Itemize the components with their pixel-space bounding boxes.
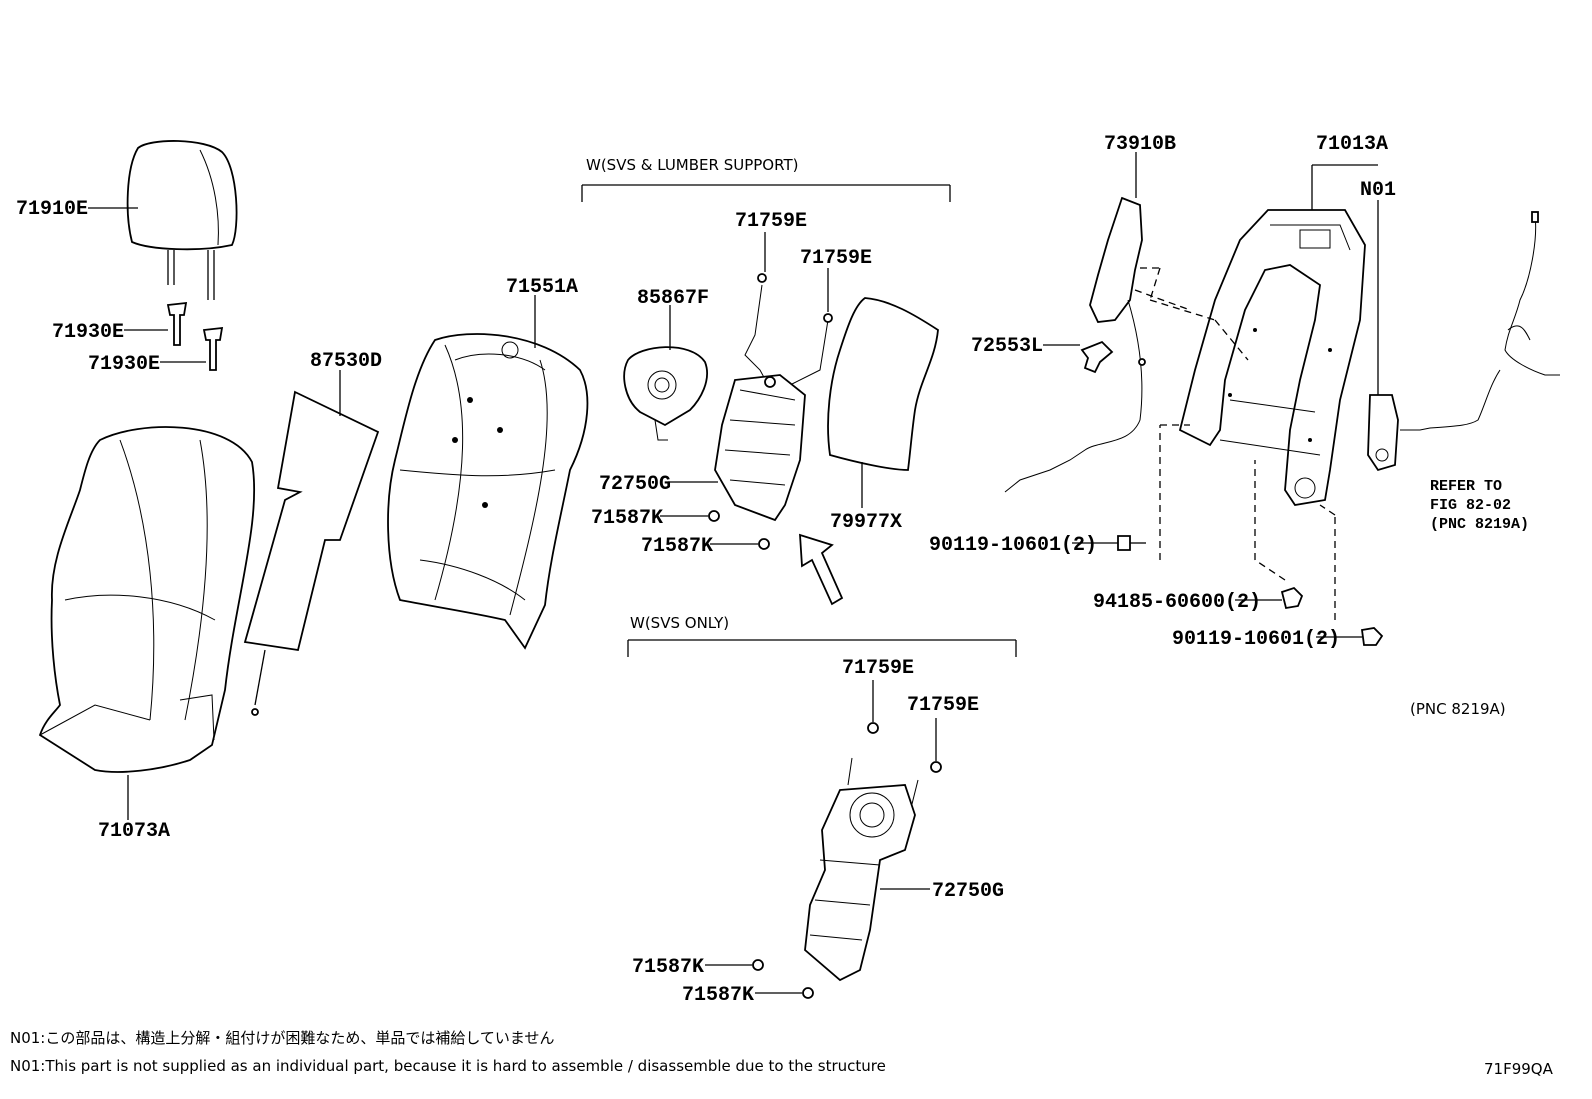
- label-71587K-3: 71587K: [632, 956, 704, 979]
- label-71759E-4: 71759E: [907, 694, 979, 717]
- label-71587K-1: 71587K: [591, 507, 663, 530]
- label-71587K-2: 71587K: [641, 535, 713, 558]
- refer-line-2: FIG 82-02: [1430, 497, 1511, 514]
- footnote-japanese: N01:この部品は、構造上分解・組付けが困難なため、単品では補給していません: [10, 1029, 554, 1047]
- label-71073A: 71073A: [98, 820, 170, 843]
- label-71759E-2: 71759E: [800, 247, 872, 270]
- direction-arrow: [799, 533, 844, 606]
- label-85867F: 85867F: [637, 287, 709, 310]
- pnc-reference: (PNC 8219A): [1410, 700, 1506, 718]
- label-71759E-3: 71759E: [842, 657, 914, 680]
- label-N01: N01: [1360, 179, 1396, 202]
- seatback-foam-drawing: [387, 333, 589, 650]
- seatback-cover-drawing: [38, 426, 256, 773]
- condition-svs-only: W(SVS ONLY): [630, 614, 729, 632]
- refer-line-1: REFER TO: [1430, 478, 1502, 495]
- label-71587K-4: 71587K: [682, 984, 754, 1007]
- label-94185-60600: 94185-60600(2): [1093, 591, 1261, 614]
- label-71930E-upper: 71930E: [52, 321, 124, 344]
- side-airbag-drawing: [1004, 196, 1146, 493]
- label-72750G-1: 72750G: [599, 473, 671, 496]
- label-71930E-lower: 71930E: [88, 353, 160, 376]
- label-90119-10601-1: 90119-10601(2): [929, 534, 1097, 557]
- label-73910B: 73910B: [1104, 133, 1176, 156]
- figure-code: 71F99QA: [1484, 1060, 1554, 1078]
- headrest-drawing: [126, 140, 238, 300]
- label-72750G-2: 72750G: [932, 880, 1004, 903]
- wire-harness-drawing: [1504, 211, 1560, 376]
- footnote-english: N01:This part is not supplied as an indi…: [10, 1057, 886, 1075]
- seatback-pad-drawing: [243, 390, 380, 716]
- clip-drawing: [1080, 340, 1114, 374]
- condition-svs-lumber: W(SVS & LUMBER SUPPORT): [586, 156, 798, 174]
- label-72553L: 72553L: [971, 335, 1043, 358]
- headrest-support-drawing: [166, 301, 224, 371]
- back-pad-drawing: [827, 297, 939, 471]
- label-71910E: 71910E: [16, 198, 88, 221]
- label-79977X: 79977X: [830, 511, 902, 534]
- lumbar-motor-drawing: [623, 346, 708, 441]
- label-87530D: 87530D: [310, 350, 382, 373]
- label-71551A: 71551A: [506, 276, 578, 299]
- label-90119-10601-2: 90119-10601(2): [1172, 628, 1340, 651]
- label-71013A: 71013A: [1316, 133, 1388, 156]
- refer-line-3: (PNC 8219A): [1430, 516, 1529, 533]
- lumbar-plate-drawing: [714, 273, 833, 522]
- label-71759E-1: 71759E: [735, 210, 807, 233]
- svs-plate-drawing: [804, 722, 942, 982]
- recliner-actuator-drawing: [1367, 369, 1501, 472]
- seatback-frame-drawing: [1178, 209, 1366, 506]
